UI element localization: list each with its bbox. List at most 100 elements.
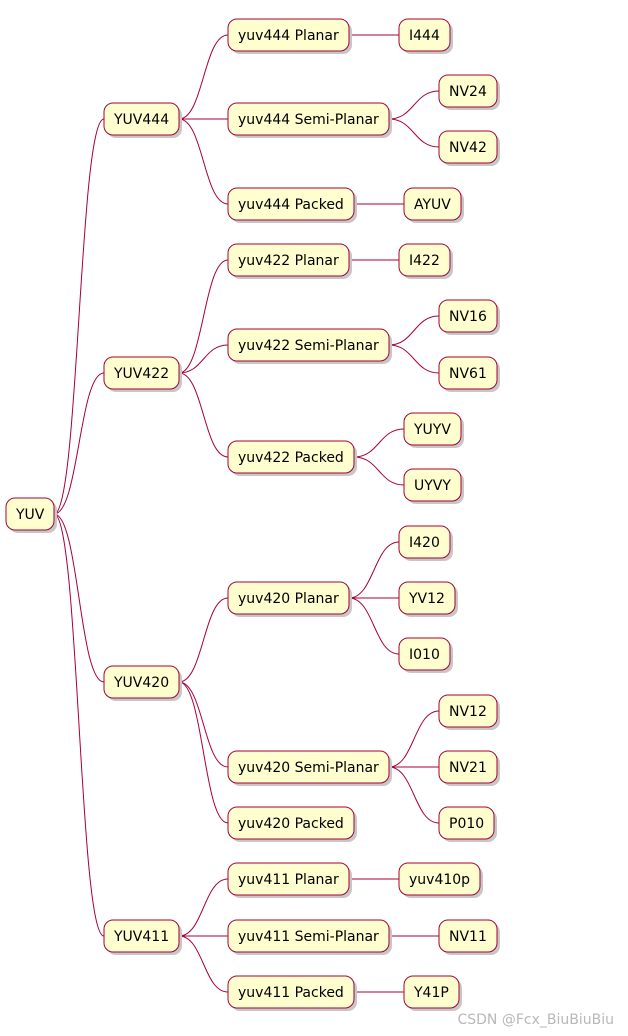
node-label: yuv444 Packed (238, 197, 344, 213)
edge (178, 597, 229, 683)
node-box (438, 74, 498, 108)
node-box (227, 975, 355, 1009)
node-yuv444-packed: yuv444 Packed (227, 187, 357, 223)
node-label: I420 (409, 535, 440, 551)
node-box (398, 581, 456, 615)
mindmap-edges (53, 34, 440, 993)
node-label: YUV411 (113, 929, 169, 945)
node-box (227, 440, 355, 474)
node-label: yuv410p (409, 872, 470, 888)
node-i444: I444 (398, 18, 453, 54)
node-box (227, 243, 350, 277)
edge (53, 513, 105, 683)
node-i010: I010 (398, 637, 453, 673)
node-nv42: NV42 (438, 130, 500, 166)
node-yuv420: YUV420 (103, 665, 182, 701)
node-yuv411-planar: yuv411 Planar (227, 862, 352, 898)
edge (53, 513, 105, 937)
node-label: yuv422 Planar (238, 253, 339, 269)
node-yuv422-packed: yuv422 Packed (227, 440, 357, 476)
node-box (403, 468, 462, 502)
node-label: AYUV (414, 197, 451, 213)
edge (178, 935, 229, 993)
node-box (227, 581, 350, 615)
node-yuv420-planar: yuv420 Planar (227, 581, 352, 617)
node-box (438, 299, 498, 333)
node-box (398, 18, 451, 52)
node-label: NV24 (449, 84, 487, 100)
node-box (227, 806, 355, 840)
node-yuv422: YUV422 (103, 356, 182, 392)
node-nv16: NV16 (438, 299, 500, 335)
node-label: yuv422 Semi-Planar (238, 338, 379, 354)
node-label: NV16 (449, 309, 487, 325)
node-label: yuv411 Packed (238, 985, 344, 1001)
edge (353, 428, 405, 458)
node-box (103, 356, 180, 390)
node-label: YUV422 (113, 366, 169, 382)
node-nv61: NV61 (438, 356, 500, 392)
node-label: yuv420 Semi-Planar (238, 760, 379, 776)
node-y41p: Y41P (403, 975, 462, 1011)
node-box (438, 750, 498, 784)
node-label: UYVY (414, 478, 451, 494)
node-box (438, 356, 498, 390)
edge (388, 710, 440, 768)
node-label: P010 (449, 816, 484, 832)
node-box (403, 975, 460, 1009)
node-box (227, 750, 390, 784)
edge (388, 344, 440, 374)
node-box (227, 18, 350, 52)
node-yuyv: YUYV (403, 412, 464, 448)
node-label: NV42 (449, 140, 487, 156)
edge (348, 597, 400, 655)
node-yuv422-planar: yuv422 Planar (227, 243, 352, 279)
node-label: YUYV (413, 422, 451, 438)
node-box (438, 130, 498, 164)
node-box (227, 102, 390, 136)
node-yuv411-packed: yuv411 Packed (227, 975, 357, 1011)
node-label: I010 (409, 647, 440, 663)
node-box (103, 919, 180, 953)
node-label: YUV (15, 507, 45, 523)
node-label: yuv411 Planar (238, 872, 339, 888)
node-yuv420-semi-planar: yuv420 Semi-Planar (227, 750, 392, 786)
node-nv11: NV11 (438, 919, 500, 955)
node-yuv411: YUV411 (103, 919, 182, 955)
edge (178, 344, 229, 374)
edge (388, 766, 440, 824)
node-box (398, 525, 451, 559)
node-label: yuv411 Semi-Planar (238, 929, 379, 945)
node-label: yuv444 Semi-Planar (238, 112, 379, 128)
node-nv12: NV12 (438, 694, 500, 730)
node-box (227, 919, 390, 953)
node-yuv444-semi-planar: yuv444 Semi-Planar (227, 102, 392, 138)
node-label: YUV420 (113, 675, 169, 691)
edge (53, 118, 105, 515)
edge (178, 372, 229, 458)
node-yuv420-packed: yuv420 Packed (227, 806, 357, 842)
node-label: yuv420 Packed (238, 816, 344, 832)
node-box (227, 328, 390, 362)
node-box (398, 862, 481, 896)
node-label: NV11 (449, 929, 487, 945)
node-label: NV61 (449, 366, 487, 382)
edge (53, 372, 105, 515)
node-ayuv: AYUV (403, 187, 464, 223)
node-box (438, 806, 495, 840)
node-label: yuv420 Planar (238, 591, 339, 607)
node-box (227, 862, 350, 896)
node-yuv444: YUV444 (103, 102, 182, 138)
node-yuv410p: yuv410p (398, 862, 483, 898)
node-box (403, 412, 462, 446)
node-yuv411-semi-planar: yuv411 Semi-Planar (227, 919, 392, 955)
node-yuv: YUV (5, 497, 57, 533)
node-i422: I422 (398, 243, 453, 279)
node-label: YUV444 (113, 112, 169, 128)
node-nv21: NV21 (438, 750, 500, 786)
edge (178, 681, 229, 768)
node-label: YV12 (408, 591, 445, 607)
node-yuv422-semi-planar: yuv422 Semi-Planar (227, 328, 392, 364)
